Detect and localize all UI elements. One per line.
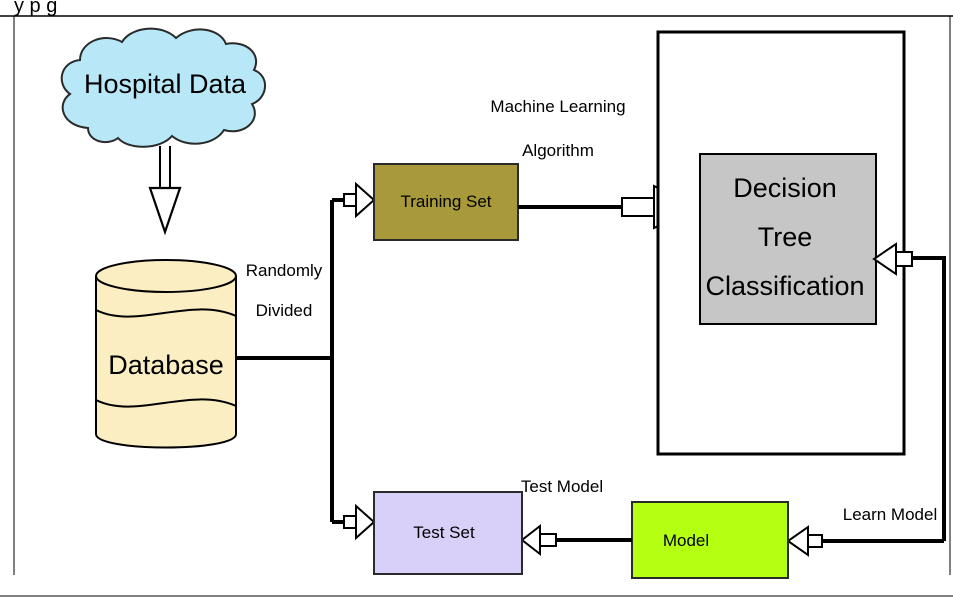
- model-box: Model: [631, 501, 789, 579]
- ml-algorithm-label-line-1: Machine Learning: [490, 97, 625, 116]
- randomly-divided-label-line-2: Divided: [256, 301, 313, 320]
- decision-tree-label-line-3: Classification: [705, 271, 864, 301]
- training-set-label: Training Set: [400, 192, 491, 211]
- cloud-label: Hospital Data: [84, 69, 247, 99]
- decision-tree-label-line-2: Tree: [758, 222, 813, 252]
- feedback-arrow-to-decision-tree: [872, 242, 946, 541]
- cloud-shape: [60, 27, 266, 148]
- model-rect: [631, 501, 789, 579]
- training-set-rect: [373, 163, 519, 241]
- randomly-divided-label-line-1: Randomly: [246, 261, 323, 280]
- arrow-to-training-set: [343, 181, 376, 219]
- test-set-rect: [373, 491, 523, 575]
- arrow-to-model: [786, 525, 944, 557]
- database-cylinder: Database: [95, 259, 237, 449]
- training-set-box: Training Set: [373, 163, 519, 241]
- database-band-2: [95, 398, 237, 408]
- test-set-label: Test Set: [413, 523, 475, 542]
- database-body: [95, 276, 237, 449]
- database-top: [95, 259, 237, 293]
- split-connector: [236, 198, 344, 524]
- hospital-data-cloud: Hospital Data: [60, 27, 266, 148]
- test-set-box: Test Set: [373, 491, 523, 575]
- arrow-to-test-set-from-split: [343, 503, 376, 541]
- learn-model-label: Learn Model: [843, 505, 938, 524]
- cloud-to-database-arrow: [148, 146, 182, 236]
- test-model-label: Test Model: [521, 477, 603, 496]
- ml-algorithm-label-line-2: Algorithm: [522, 141, 594, 160]
- decision-tree-box: Decision Tree Classification: [699, 153, 877, 325]
- model-label: Model: [663, 531, 709, 550]
- cropped-header-text: y p g: [14, 0, 57, 17]
- decision-tree-rect: [699, 153, 877, 325]
- database-band-1: [95, 308, 237, 318]
- arrow-to-test-set-from-model: [520, 523, 632, 557]
- decision-tree-label-line-1: Decision: [733, 173, 837, 203]
- database-label: Database: [108, 350, 224, 380]
